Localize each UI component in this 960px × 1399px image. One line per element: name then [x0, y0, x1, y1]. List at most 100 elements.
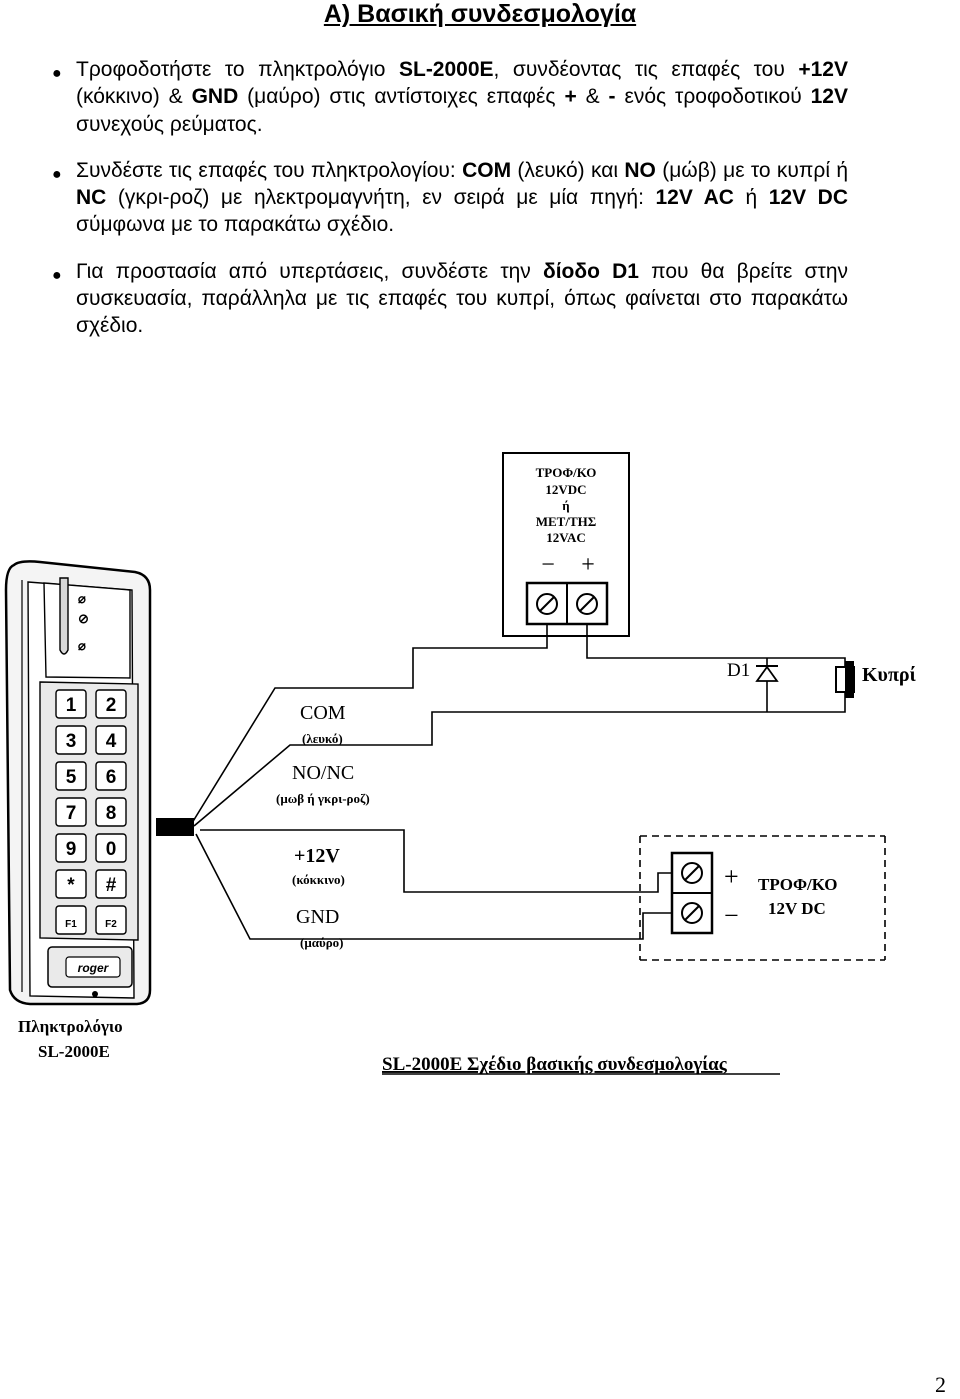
keypad-key-label: 7: [66, 803, 77, 824]
bottom-psu-label: ΤΡΟΦ/ΚΟ: [758, 875, 837, 894]
text-bold: +: [564, 85, 577, 109]
text: ή: [733, 186, 769, 210]
top-psu-label: ΤΡΟΦ/ΚΟ: [536, 465, 597, 480]
com-label: COM: [300, 702, 346, 724]
keypad-key-label: 4: [106, 731, 117, 752]
text: Για προστασία από υπερτάσεις, συνδέστε τ…: [76, 259, 543, 283]
keypad-key: [95, 905, 127, 935]
status-led-icon: ⌀: [78, 591, 86, 606]
com-wire: [191, 624, 548, 824]
instruction-diode: ● Για προστασία από υπερτάσεις, συνδέστε…: [48, 258, 848, 340]
keypad-key-label: #: [106, 875, 117, 896]
text-bold: +12V: [798, 58, 848, 81]
text: (μαύρο) στις αντίστοιχες επαφές: [238, 85, 565, 109]
keypad-caption: Πληκτρολόγιο: [18, 1017, 123, 1036]
text: , συνδέοντας τις επαφές του: [493, 58, 799, 81]
keypad-key: [95, 869, 127, 899]
diode-label: D1: [727, 660, 750, 681]
top-psu-label: ή: [562, 498, 569, 513]
instruction-list: ● Τροφοδοτήστε το πληκτρολόγιο SL-2000E,…: [48, 56, 848, 359]
page-number: 2: [935, 1372, 946, 1397]
diagram-caption: SL-2000E Σχέδιο βασικής συνδεσμολογίας: [382, 1054, 728, 1075]
diode-icon: [755, 665, 779, 682]
text: (λευκό) και: [511, 158, 625, 182]
top-psu-label: ΜΕΤ/ΤΗΣ: [536, 514, 597, 529]
keypad-key-label: *: [67, 875, 75, 896]
keypad-key-label: 8: [106, 803, 117, 824]
keypad-key: [55, 905, 87, 935]
v12-wire: [200, 829, 672, 893]
keypad-key-label: F1: [65, 919, 77, 930]
v12-label: +12V: [294, 845, 340, 867]
keypad-key-label: 5: [66, 767, 77, 788]
brand-logo: roger: [78, 961, 110, 975]
bullet-icon: ●: [52, 65, 62, 82]
text: συνεχούς ρεύματος.: [76, 112, 263, 136]
keypad-key: [55, 797, 87, 827]
gnd-wire: [195, 833, 672, 940]
strike-label: Κυπρί: [862, 664, 916, 686]
keypad-key: [55, 761, 87, 791]
psu-plus-wire: [586, 624, 767, 659]
minus-sign: −: [724, 901, 739, 930]
keypad-key-label: 6: [106, 767, 117, 788]
nonc-wire: [193, 711, 767, 827]
nonc-color-label: (μωβ ή γκρι-ροζ): [276, 791, 370, 806]
plus-sign: +: [724, 862, 739, 891]
keypad-key-label: 1: [66, 695, 77, 716]
bottom-psu-label: 12V DC: [768, 899, 826, 918]
keypad-key: [95, 689, 127, 719]
top-psu-label: 12VAC: [546, 530, 586, 545]
text-bold: COM: [462, 158, 512, 182]
text-bold: GND: [191, 85, 239, 109]
v12-color-label: (κόκκινο): [292, 872, 345, 887]
text: (γκρι-ροζ) με ηλεκτρομαγνήτη, εν σειρά μ…: [106, 186, 656, 210]
keypad-key: [95, 833, 127, 863]
keypad-key: [55, 869, 87, 899]
text-bold: NO: [624, 158, 656, 182]
keypad-model: SL-2000E: [38, 1042, 110, 1061]
keypad-key: [95, 725, 127, 755]
bullet-icon: ●: [52, 165, 62, 183]
screw-icon: [536, 593, 558, 615]
gnd-color-label: (μαύρο): [300, 935, 344, 950]
text: που θα βρείτε στην συσκευασία, παράλληλα…: [76, 259, 848, 338]
text-bold: 12V: [810, 85, 848, 109]
nonc-label: NO/NC: [292, 762, 354, 784]
text: (μώβ) με το κυπρί ή: [655, 158, 849, 182]
text-bold: -: [608, 85, 616, 109]
instruction-contacts: ● Συνδέστε τις επαφές του πληκτρολογίου:…: [48, 157, 848, 239]
instruction-power: ● Τροφοδοτήστε το πληκτρολόγιο SL-2000E,…: [48, 56, 848, 138]
minus-sign: −: [541, 552, 555, 578]
keypad-key: [55, 689, 87, 719]
bullet-icon: ●: [52, 266, 62, 284]
screw-icon: [576, 593, 598, 615]
screw-icon: [681, 862, 703, 884]
plus-sign: +: [581, 552, 595, 578]
screw-icon: [681, 902, 703, 924]
text-bold: SL-2000E: [398, 58, 494, 81]
keypad-key-label: 3: [66, 731, 77, 752]
page-title: Α) Βασική συνδεσμολογία: [323, 0, 637, 28]
status-led-icon: ⌀: [78, 638, 86, 653]
status-led-icon: ⊘: [78, 611, 89, 626]
text: Συνδέστε τις επαφές του πληκτρολογίου:: [76, 158, 463, 182]
text: Τροφοδοτήστε το πληκτρολόγιο: [76, 58, 399, 81]
text-bold: 12V DC: [768, 186, 849, 210]
cable-stub: [156, 818, 194, 836]
keypad-key-label: 0: [106, 839, 117, 860]
text-bold: δίοδο D1: [542, 259, 639, 283]
keypad-key-label: F2: [105, 919, 117, 930]
keypad-key: [95, 797, 127, 827]
text: σύμφωνα με το παρακάτω σχέδιο.: [76, 213, 395, 237]
com-color-label: (λευκό): [302, 731, 343, 746]
text: &: [576, 85, 609, 109]
gnd-label: GND: [296, 906, 339, 928]
keypad-key-label: 9: [66, 839, 77, 860]
top-psu-label: 12VDC: [545, 482, 586, 497]
keypad-key: [95, 761, 127, 791]
text: (κόκκινο) &: [76, 85, 192, 109]
text-bold: 12V AC: [655, 186, 734, 210]
